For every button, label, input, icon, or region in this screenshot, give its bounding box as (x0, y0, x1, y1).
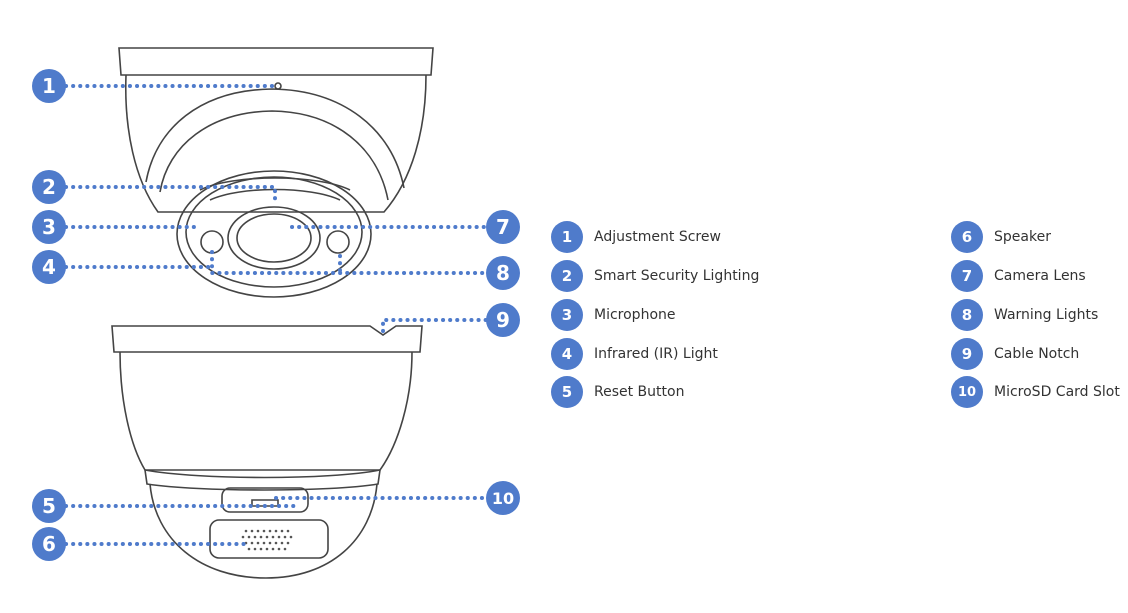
legend-badge-1: 1 (551, 221, 583, 253)
marker-4: 4 (32, 250, 66, 284)
legend-item-infrared-light: 4 Infrared (IR) Light (551, 338, 718, 370)
front-dome-inner (159, 110, 389, 201)
legend-label-10: MicroSD Card Slot (994, 384, 1120, 400)
legend-label-1: Adjustment Screw (594, 229, 721, 245)
legend-badge-6: 6 (951, 221, 983, 253)
leader-8 (210, 250, 488, 275)
legend-badge-10: 10 (951, 376, 983, 408)
svg-text:9: 9 (496, 308, 510, 332)
side-base-plate (111, 325, 423, 353)
svg-text:1: 1 (42, 74, 56, 98)
legend-item-camera-lens: 7 Camera Lens (951, 260, 1086, 292)
legend-label-4: Infrared (IR) Light (594, 346, 718, 362)
ir-light-right (326, 230, 350, 254)
legend-label-7: Camera Lens (994, 268, 1086, 284)
svg-text:2: 2 (42, 175, 56, 199)
marker-1: 1 (32, 69, 66, 103)
svg-text:10: 10 (492, 489, 514, 508)
legend-item-reset-button: 5 Reset Button (551, 376, 684, 408)
legend-item-speaker: 6 Speaker (951, 221, 1051, 253)
front-dome-outer (145, 88, 405, 189)
svg-text:3: 3 (42, 215, 56, 239)
legend-badge-9: 9 (951, 338, 983, 370)
marker-7: 7 (486, 210, 520, 244)
legend-item-cable-notch: 9 Cable Notch (951, 338, 1079, 370)
legend-item-smart-security-lighting: 2 Smart Security Lighting (551, 260, 759, 292)
front-lighting-arc (199, 177, 351, 191)
legend-item-microsd-card-slot: 10 MicroSD Card Slot (951, 376, 1120, 408)
svg-text:7: 7 (496, 215, 510, 239)
camera-side-view (111, 325, 423, 579)
legend-badge-4: 4 (551, 338, 583, 370)
legend-item-microphone: 3 Microphone (551, 299, 676, 331)
adjustment-screw (274, 82, 282, 90)
marker-10: 10 (486, 481, 520, 515)
side-dome (149, 483, 378, 579)
side-rim (144, 468, 381, 491)
front-housing (124, 74, 427, 213)
legend-label-6: Speaker (994, 229, 1051, 245)
legend-label-3: Microphone (594, 307, 676, 323)
leader-9 (381, 318, 488, 333)
legend-label-2: Smart Security Lighting (594, 268, 760, 284)
front-base-plate (118, 47, 434, 76)
marker-5: 5 (32, 489, 66, 523)
legend-badge-8: 8 (951, 299, 983, 331)
speaker-grille (241, 529, 293, 551)
legend-item-warning-lights: 8 Warning Lights (951, 299, 1098, 331)
svg-text:8: 8 (496, 261, 510, 285)
marker-8: 8 (486, 256, 520, 290)
ir-light-left (200, 230, 224, 254)
svg-text:6: 6 (42, 532, 56, 556)
marker-6: 6 (32, 527, 66, 561)
front-face-ring (185, 176, 363, 288)
legend-item-adjustment-screw: 1 Adjustment Screw (551, 221, 721, 253)
legend-badge-2: 2 (551, 260, 583, 292)
legend-label-5: Reset Button (594, 384, 685, 400)
marker-9: 9 (486, 303, 520, 337)
reset-microsd-panel (221, 487, 309, 513)
leader-lines (64, 84, 488, 546)
marker-2: 2 (32, 170, 66, 204)
legend-badge-7: 7 (951, 260, 983, 292)
legend-badge-3: 3 (551, 299, 583, 331)
lens-outer (227, 206, 321, 270)
front-face-outer (176, 170, 372, 298)
legend-badge-5: 5 (551, 376, 583, 408)
svg-text:5: 5 (42, 494, 56, 518)
side-housing (119, 351, 413, 471)
legend-label-9: Cable Notch (994, 346, 1080, 362)
marker-3: 3 (32, 210, 66, 244)
lens-inner (236, 213, 312, 263)
speaker-panel (209, 519, 329, 559)
legend-label-8: Warning Lights (994, 307, 1099, 323)
diagram-markers: 1 2 3 4 5 6 7 8 (32, 69, 520, 561)
leader-2 (64, 185, 277, 201)
svg-text:4: 4 (42, 255, 56, 279)
